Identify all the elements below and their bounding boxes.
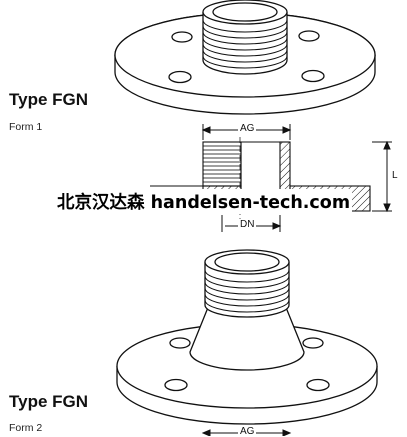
section2-form-label: Form 2 <box>9 422 43 434</box>
dn-dimension-label: DN <box>238 219 257 230</box>
section1-title: Type FGN <box>9 90 89 109</box>
watermark-text: 北京汉达森 handelsen-tech.com <box>55 189 353 214</box>
section2-title: Type FGN <box>9 392 89 411</box>
ag-dimension-label-form2: AG <box>238 426 257 437</box>
form1-cross-section <box>150 128 371 230</box>
flange-form2-illustration <box>116 249 378 425</box>
section1-form-label: Form 1 <box>9 121 43 133</box>
ag-dimension-label: AG <box>238 123 257 134</box>
l-dimension-label: L <box>392 170 398 181</box>
flange-form1-illustration <box>114 0 376 115</box>
l-dimension-line <box>372 140 392 213</box>
